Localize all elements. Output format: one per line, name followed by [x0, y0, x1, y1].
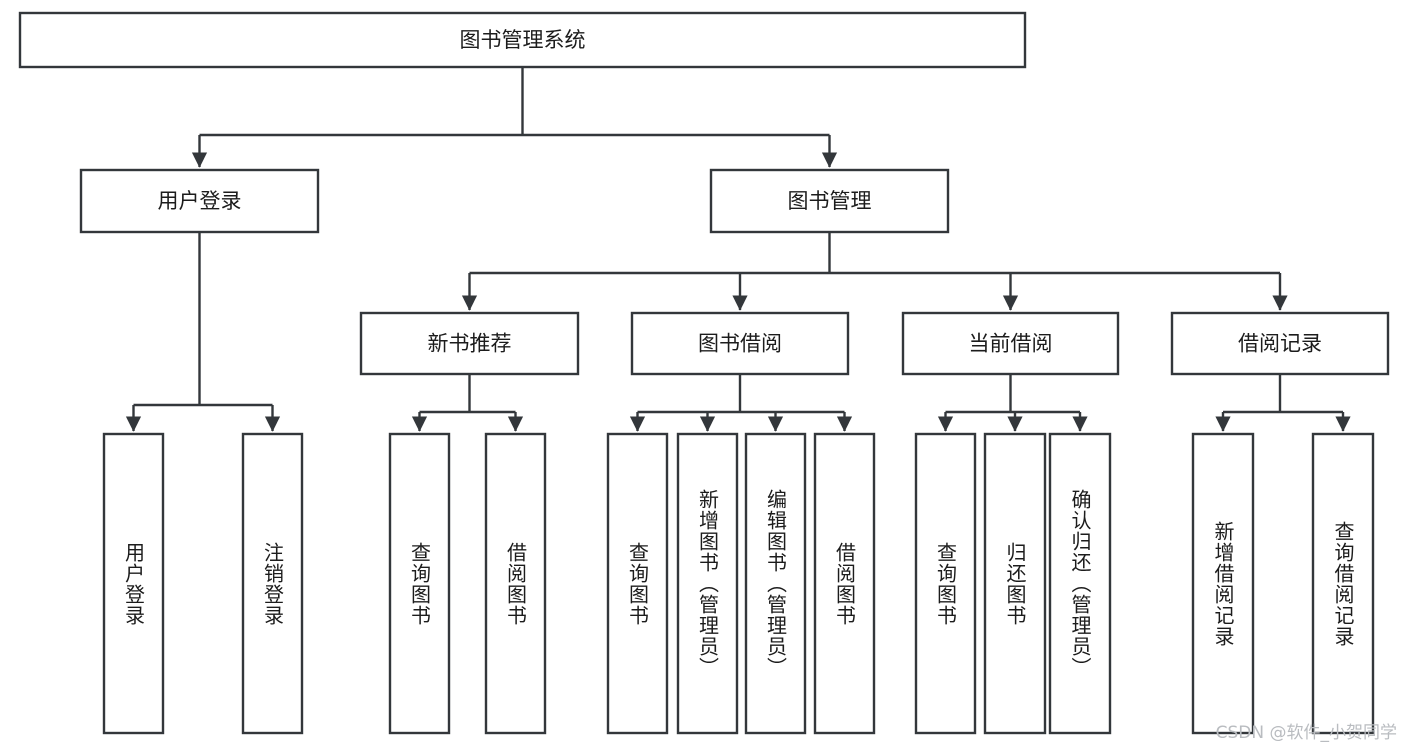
node-归还图书-leaf-box-9[interactable] — [983, 432, 1047, 735]
leaf-label-7: 借阅图书 — [833, 542, 857, 626]
node-新书推荐-l3-box[interactable] — [359, 311, 580, 376]
node-编辑图书管理员-leaf-box-6[interactable] — [744, 432, 807, 735]
leaf-label-0: 用户登录 — [122, 542, 146, 626]
node-查询图书-leaf-box-8[interactable] — [914, 432, 977, 735]
leaf-label-3: 借阅图书 — [504, 542, 528, 626]
node-用户登录-leaf-box-0[interactable] — [102, 432, 165, 735]
node-借阅记录-l3-box[interactable] — [1170, 311, 1390, 376]
node-图书管理-l2-box[interactable] — [709, 168, 950, 234]
l3-label-2: 当前借阅 — [969, 332, 1053, 356]
node-用户登录-l2-box[interactable] — [79, 168, 320, 234]
l2-label-1: 图书管理 — [788, 189, 872, 213]
leaf-label-1: 注销登录 — [261, 542, 285, 626]
node-查询图书-leaf-box-4[interactable] — [606, 432, 669, 735]
node-图书借阅-l3-box[interactable] — [630, 311, 850, 376]
node-注销登录-leaf-box-1[interactable] — [241, 432, 304, 735]
node-查询借阅记录-leaf-box-12[interactable] — [1311, 432, 1375, 735]
leaf-label-6: 编辑图书（管理员） — [764, 489, 788, 678]
node-新增借阅记录-leaf-box-11[interactable] — [1191, 432, 1255, 735]
node-借阅图书-leaf-box-3[interactable] — [484, 432, 547, 735]
leaf-label-8: 查询图书 — [934, 542, 958, 626]
l3-label-0: 新书推荐 — [428, 332, 512, 356]
leaf-label-12: 查询借阅记录 — [1331, 521, 1355, 647]
leaf-label-11: 新增借阅记录 — [1211, 521, 1235, 647]
node-确认归还管理员-leaf-box-10[interactable] — [1048, 432, 1112, 735]
node-图书管理系统-root-box[interactable] — [18, 11, 1027, 69]
leaf-label-5: 新增图书（管理员） — [696, 489, 720, 678]
leaf-label-4: 查询图书 — [626, 542, 650, 626]
node-查询图书-leaf-box-2[interactable] — [388, 432, 451, 735]
l3-label-1: 图书借阅 — [698, 332, 782, 356]
node-layer: 图书管理系统用户登录图书管理新书推荐图书借阅当前借阅借阅记录用户登录注销登录查询… — [18, 11, 1390, 735]
node-当前借阅-l3-box[interactable] — [901, 311, 1120, 376]
leaf-label-9: 归还图书 — [1003, 542, 1027, 626]
root-label: 图书管理系统 — [460, 28, 586, 52]
node-新增图书管理员-leaf-box-5[interactable] — [676, 432, 739, 735]
l2-label-0: 用户登录 — [158, 189, 242, 213]
leaf-label-2: 查询图书 — [408, 542, 432, 626]
connector-layer — [125, 67, 1351, 432]
node-借阅图书-leaf-box-7[interactable] — [813, 432, 876, 735]
l3-label-3: 借阅记录 — [1238, 332, 1322, 356]
leaf-label-10: 确认归还（管理员） — [1068, 489, 1092, 678]
